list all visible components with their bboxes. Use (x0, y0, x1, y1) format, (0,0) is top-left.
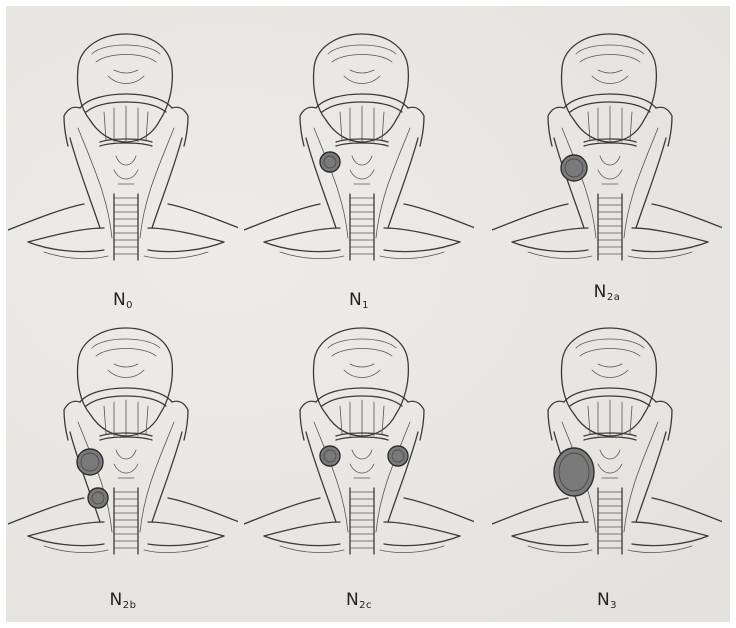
stage-label-n2a: N2a (492, 282, 722, 303)
stage-label-n3: N3 (492, 590, 722, 611)
stage-label-main: N (594, 282, 607, 302)
stage-label-main: N (597, 590, 610, 610)
neck-drawing-n2b (8, 322, 238, 572)
stage-label-n1: N1 (244, 290, 474, 311)
lymph-node (320, 446, 340, 466)
panel-n2a: N2a (492, 28, 722, 278)
stage-label-main: N (349, 290, 362, 310)
panel-n1: N1 (244, 28, 474, 278)
trachea (598, 194, 622, 260)
stage-label-sub: 0 (126, 300, 133, 311)
lymph-node (77, 449, 103, 475)
neck-drawing-n2c (244, 322, 474, 572)
lymph-node (388, 446, 408, 466)
stage-label-n2b: N2b (8, 590, 238, 611)
trachea (114, 194, 138, 260)
stage-label-main: N (110, 590, 123, 610)
stage-label-n0: N0 (8, 290, 238, 311)
trachea (598, 488, 622, 554)
stage-label-sub: 2b (123, 600, 137, 611)
lymph-node (561, 155, 587, 181)
neck-drawing-n0 (8, 28, 238, 278)
trachea (114, 488, 138, 554)
stage-label-sub: 2a (607, 292, 621, 303)
stage-label-sub: 2c (359, 600, 372, 611)
stage-label-main: N (113, 290, 126, 310)
lymph-node (320, 152, 340, 172)
trachea (350, 488, 374, 554)
neck-drawing-n3 (492, 322, 722, 572)
stage-label-n2c: N2c (244, 590, 474, 611)
panel-n2b: N2b (8, 322, 238, 572)
neck-drawing-n2a (492, 28, 722, 278)
stage-label-main: N (346, 590, 359, 610)
stage-label-sub: 3 (610, 600, 617, 611)
panel-n0: N0 (8, 28, 238, 278)
figure-sheet: N0 N1 N2a N2b N2c N3 (6, 6, 730, 622)
panel-n3: N3 (492, 322, 722, 572)
stage-label-sub: 1 (362, 300, 369, 311)
lymph-node (88, 488, 108, 508)
trachea (350, 194, 374, 260)
lymph-node (554, 448, 594, 496)
neck-drawing-n1 (244, 28, 474, 278)
panel-n2c: N2c (244, 322, 474, 572)
